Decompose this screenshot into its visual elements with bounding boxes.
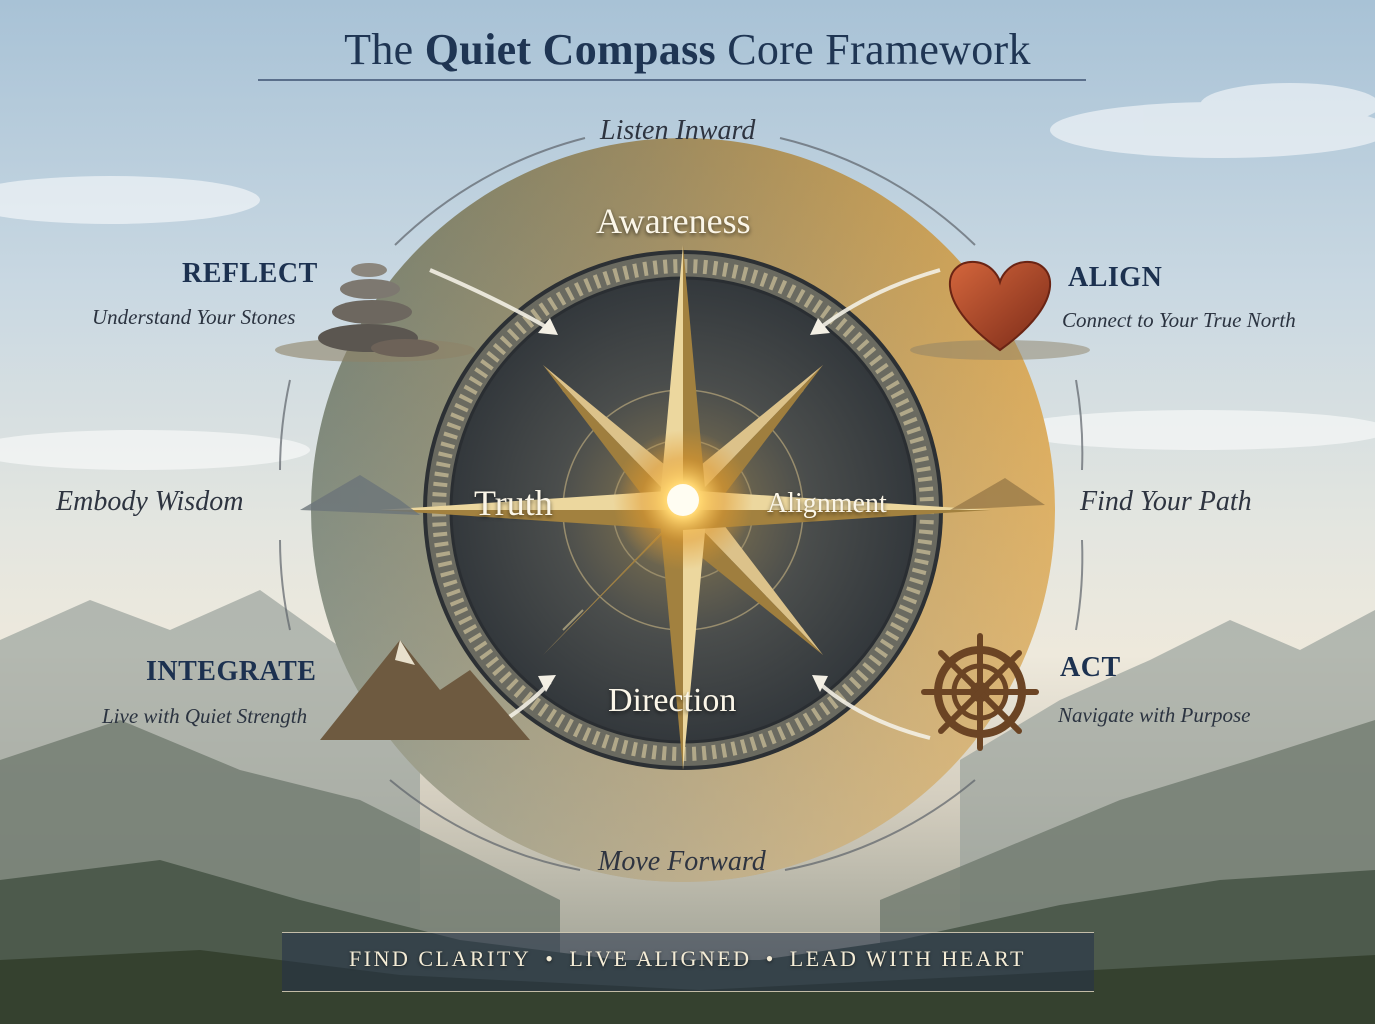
footer-item-heart: LEAD WITH HEART: [790, 946, 1026, 971]
stage-reflect-subtitle: Understand Your Stones: [92, 305, 295, 330]
footer-item-aligned: LIVE ALIGNED: [569, 946, 751, 971]
footer-item-clarity: FIND CLARITY: [349, 946, 531, 971]
compass-east-label: Alignment: [767, 488, 887, 520]
compass-south-label: Direction: [608, 682, 736, 720]
compass-north-label: Awareness: [596, 200, 751, 242]
ring-label-left: Embody Wisdom: [56, 486, 243, 518]
page-title: The Quiet Compass Core Framework: [0, 24, 1375, 75]
title-emphasis: Quiet Compass: [425, 25, 716, 74]
footer-separator: •: [545, 946, 555, 971]
ship-wheel-icon: [924, 636, 1036, 748]
stage-align-title: ALIGN: [1068, 262, 1162, 294]
stage-reflect-title: REFLECT: [182, 258, 318, 290]
title-prefix: The: [344, 25, 413, 74]
stage-align-subtitle: Connect to Your True North: [1062, 308, 1296, 333]
stage-integrate-subtitle: Live with Quiet Strength: [102, 704, 307, 729]
stage-integrate-title: INTEGRATE: [146, 656, 316, 688]
title-suffix: Core Framework: [727, 25, 1031, 74]
ring-label-right: Find Your Path: [1080, 486, 1252, 518]
title-divider: [258, 79, 1086, 81]
stage-act-title: ACT: [1060, 652, 1121, 684]
compass-west-label: Truth: [474, 482, 553, 524]
footer-tagline: FIND CLARITY • LIVE ALIGNED • LEAD WITH HEAR…: [0, 946, 1375, 972]
ring-label-bottom: Move Forward: [598, 846, 766, 878]
ring-label-top: Listen Inward: [600, 115, 755, 147]
footer-separator: •: [766, 946, 776, 971]
stage-act-subtitle: Navigate with Purpose: [1058, 703, 1251, 728]
